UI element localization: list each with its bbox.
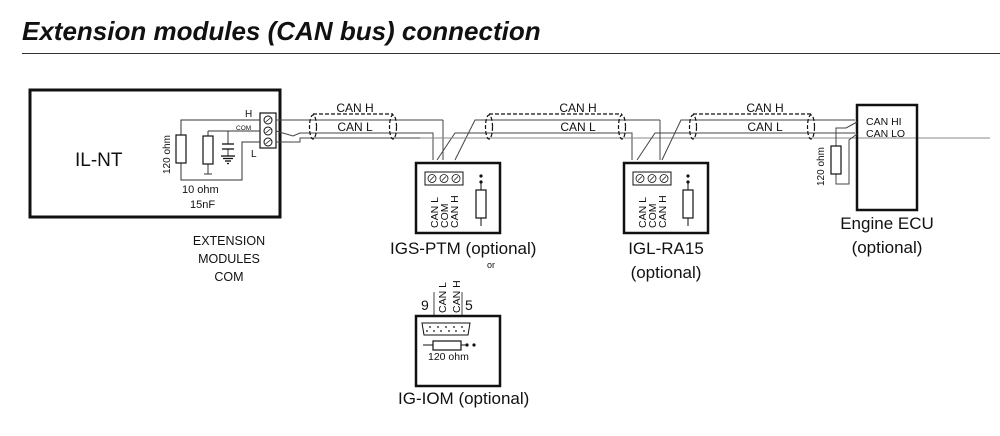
screw-icon <box>659 174 669 183</box>
cable-label-can-h-seg3: CAN H <box>746 101 783 115</box>
terminal-screw-l-icon <box>263 137 273 147</box>
cable-label-can-l-seg1: CAN L <box>337 120 373 134</box>
engine-ecu-caption: Engine ECU <box>840 214 934 233</box>
igl-ra15-pin-can-l: CAN L <box>637 197 649 228</box>
igl-ra15-caption: IGL-RA15 <box>628 239 704 258</box>
igs-ptm-pin-com: COM <box>439 204 451 229</box>
or-label: or <box>487 260 495 270</box>
igl-ra15-caption-optional: (optional) <box>631 263 702 282</box>
engine-ecu-caption-optional: (optional) <box>852 238 923 257</box>
igs-ptm-pin-can-h: CAN H <box>449 195 461 228</box>
cable-label-can-h-seg2: CAN H <box>559 101 596 115</box>
terminal-label-l: L <box>251 149 257 160</box>
terminal-label-com: COM <box>236 125 251 132</box>
il-nt-internal-wiring <box>180 119 260 181</box>
can-l-line-seg1 <box>275 130 434 160</box>
ig-iom-resistor-icon <box>423 340 476 351</box>
il-nt-label: IL-NT <box>75 150 123 171</box>
cable-label-can-h-seg1: CAN H <box>336 101 373 115</box>
ig-iom-pin-can-h: CAN H <box>451 280 463 313</box>
page-title: Extension modules (CAN bus) connection <box>22 16 541 46</box>
engine-ecu-resistor-icon <box>830 145 842 175</box>
cable-label-can-l-seg2: CAN L <box>560 120 596 134</box>
terminal-label-h: H <box>245 109 252 120</box>
engine-ecu-resistor-label: 120 ohm <box>816 147 827 186</box>
engine-ecu-module: CAN HI CAN LO 120 ohm Engine ECU (option… <box>816 103 934 257</box>
rc-label-10-ohm: 10 ohm <box>182 184 219 196</box>
engine-ecu-pin-can-hi: CAN HI <box>866 116 902 128</box>
il-nt-box <box>28 88 282 219</box>
caption-extension: EXTENSION <box>193 234 265 248</box>
igl-ra15-module: CAN L COM CAN H IGL-RA15 (optional) <box>622 161 710 282</box>
can-h-line-seg2 <box>454 119 660 161</box>
igs-ptm-module: CAN L COM CAN H IGS-PTM (optional) or <box>390 161 536 270</box>
igs-ptm-caption: IGS-PTM (optional) <box>390 239 536 258</box>
ig-iom-caption: IG-IOM (optional) <box>398 389 529 408</box>
can-l-line-seg3 <box>636 132 855 161</box>
extension-modules-com-caption: EXTENSION MODULES COM <box>193 234 265 284</box>
title-underline <box>22 53 1000 54</box>
terminal-screw-h-icon <box>263 115 273 125</box>
il-nt-controller: IL-NT H COM L <box>28 88 282 219</box>
ig-iom-box <box>414 314 502 388</box>
igl-ra15-pin-can-h: CAN H <box>657 195 669 228</box>
caption-com: COM <box>214 270 243 284</box>
screw-icon <box>439 174 449 183</box>
igs-ptm-box <box>414 161 502 235</box>
igl-ra15-pin-com: COM <box>647 204 659 229</box>
capacitor-ground-icon <box>221 143 235 165</box>
screw-icon <box>451 174 461 183</box>
igl-ra15-box <box>622 161 710 235</box>
screw-icon <box>427 174 437 183</box>
igs-ptm-termination-jumper-icon <box>475 174 487 226</box>
igl-ra15-termination-jumper-icon <box>682 174 694 226</box>
can-l-line-seg2 <box>436 132 633 161</box>
rc-label-15nf: 15nF <box>190 199 215 211</box>
cable-shields <box>308 113 816 140</box>
engine-ecu-box <box>855 103 919 212</box>
ig-iom-resistor-label: 120 ohm <box>428 351 469 363</box>
screw-icon <box>647 174 657 183</box>
engine-ecu-pin-can-lo: CAN LO <box>866 128 905 140</box>
terminal-screw-com-icon <box>263 126 273 136</box>
cable-label-can-l-seg3: CAN L <box>747 120 783 134</box>
resistor-10-ohm-icon <box>202 135 214 165</box>
can-h-line-seg3 <box>661 119 855 161</box>
engine-ecu-termination-wiring <box>835 121 858 185</box>
igs-ptm-pin-can-l: CAN L <box>429 197 441 228</box>
can-bus-wiring <box>275 119 990 161</box>
ig-iom-pin-9-label: 9 <box>421 297 429 313</box>
ig-iom-pin-can-l: CAN L <box>437 282 449 313</box>
screw-icon <box>635 174 645 183</box>
resistor-120-ohm-label: 120 ohm <box>162 135 173 174</box>
com-line-seg1 <box>276 137 420 143</box>
termination-resistor-icon <box>175 134 187 164</box>
caption-modules: MODULES <box>198 252 260 266</box>
db9-connector-icon <box>421 322 471 336</box>
ig-iom-module: 9 5 CAN L CAN H 120 ohm IG-IOM (optional… <box>398 280 529 408</box>
ig-iom-pin-5-label: 5 <box>465 297 473 313</box>
